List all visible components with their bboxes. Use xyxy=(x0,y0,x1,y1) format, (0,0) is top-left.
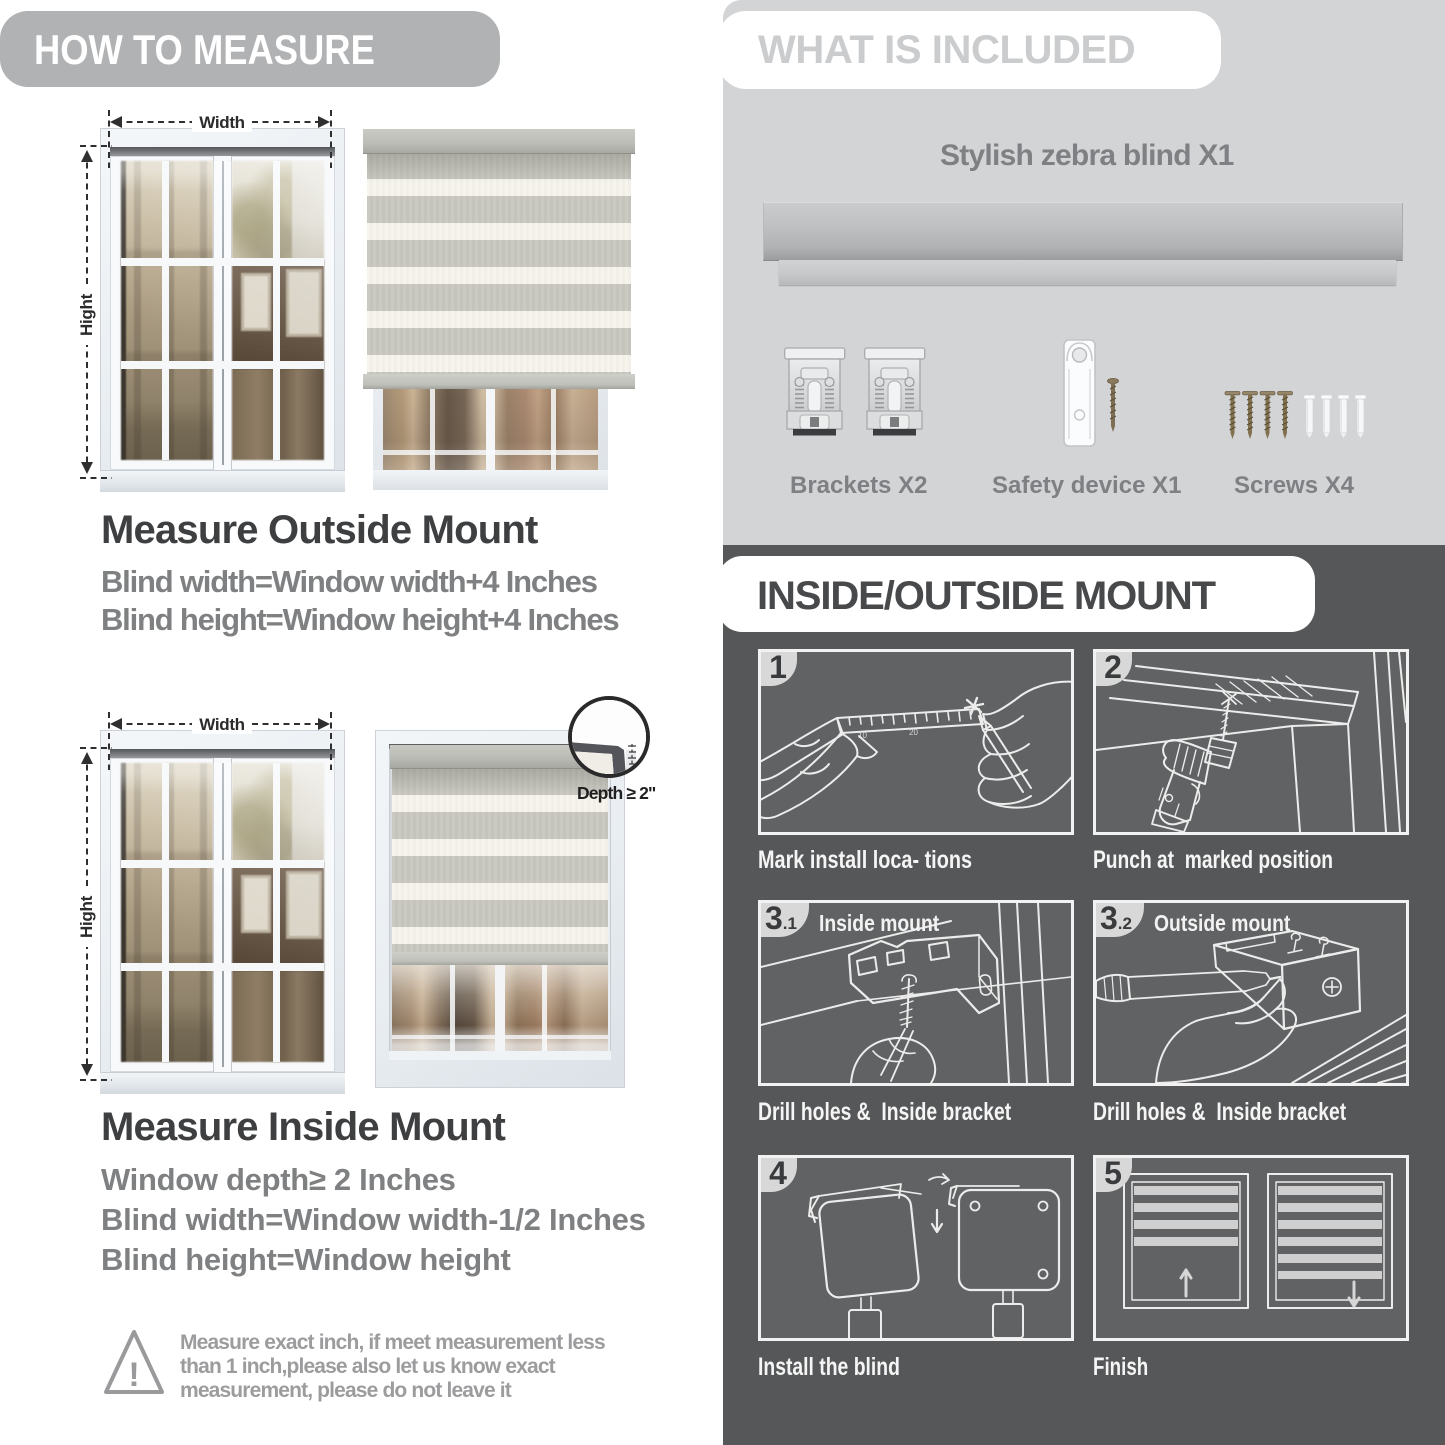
svg-text:Width: Width xyxy=(199,113,245,132)
svg-text:Width: Width xyxy=(199,715,245,734)
svg-text:Hight: Hight xyxy=(77,293,96,336)
svg-text:Hight: Hight xyxy=(77,895,96,938)
svg-text:20: 20 xyxy=(909,728,918,737)
svg-text:10: 10 xyxy=(858,731,867,740)
svg-text:!: ! xyxy=(128,1356,139,1394)
